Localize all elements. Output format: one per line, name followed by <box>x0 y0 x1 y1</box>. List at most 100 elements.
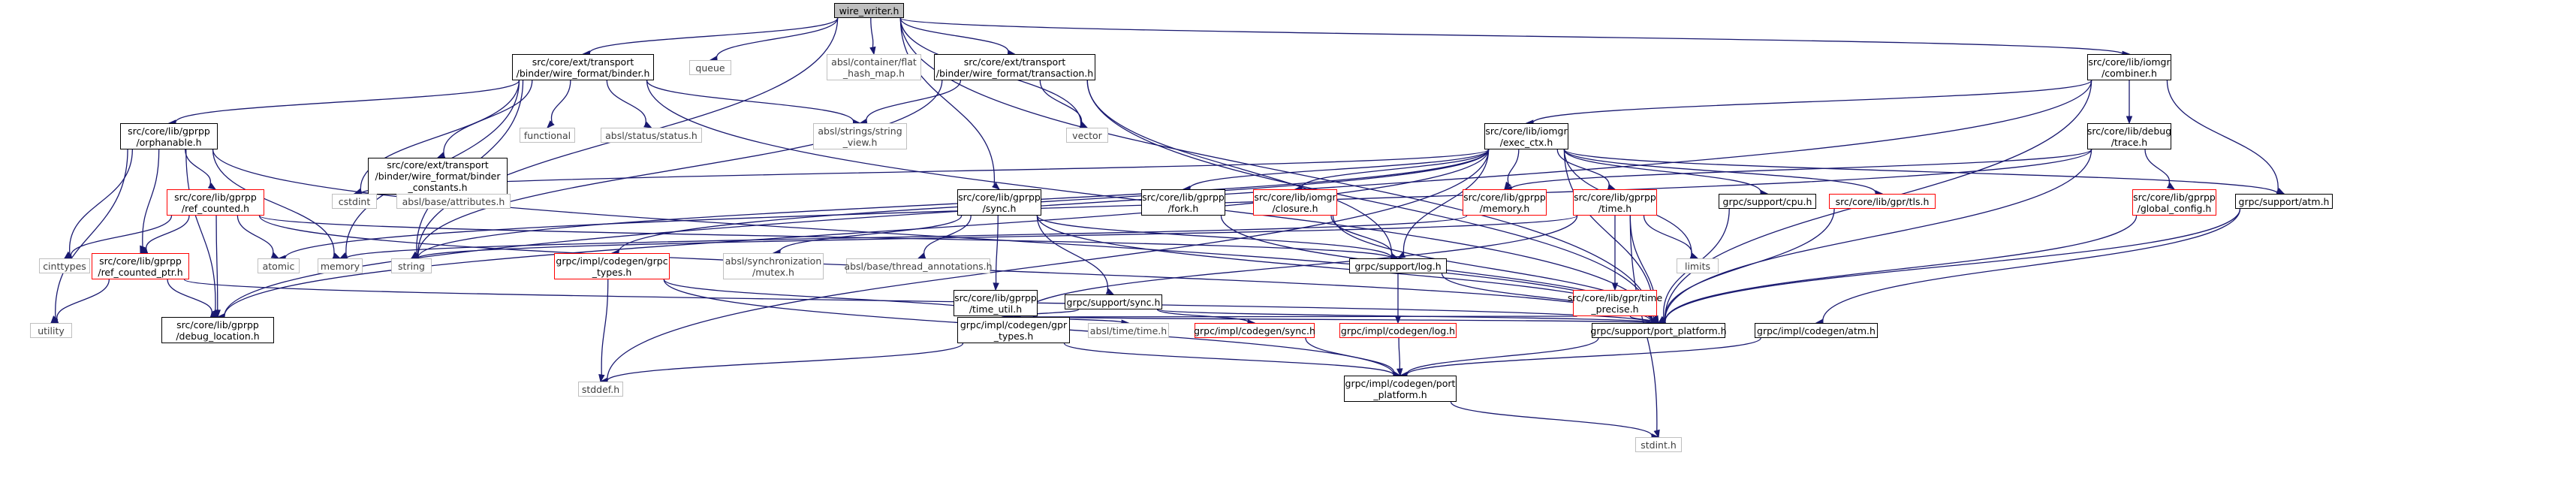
edge-refcounted-to-atomic <box>237 215 274 256</box>
arrowhead-binder-to-binderconst <box>436 152 446 158</box>
node-vector: vector <box>1066 128 1108 143</box>
edge-trace-to-globalconfig <box>2144 149 2171 186</box>
node-flat: absl/container/flat_hash_map.h <box>827 54 921 80</box>
node-codegenatm[interactable]: grpc/impl/codegen/atm.h <box>1755 323 1878 338</box>
node-transaction[interactable]: src/core/ext/transport/binder/wire_forma… <box>934 54 1095 80</box>
node-label-line: src/core/ext/transport <box>387 159 489 171</box>
edge-timeprecise-to-gprtypes <box>1020 315 1577 318</box>
edge-orphanable-to-memory <box>212 149 335 256</box>
node-stringview: absl/strings/string_view.h <box>813 123 907 149</box>
edge-binder-to-binderconst <box>443 80 533 155</box>
node-label-line: grpc/support/sync.h <box>1066 296 1161 308</box>
arrowhead-synch-to-timeutil <box>993 282 999 291</box>
edge-timeh-to-gprtypes <box>1020 215 1578 317</box>
node-label-line: /sync.h <box>982 202 1017 214</box>
edge-orphanable-to-utility <box>55 149 128 318</box>
node-label-line: src/core/ext/transport <box>963 56 1066 68</box>
node-orphanable[interactable]: src/core/lib/gprpp/orphanable.h <box>120 123 218 149</box>
node-portplatform[interactable]: grpc/support/port_platform.h <box>1590 323 1727 338</box>
node-abstime: absl/time/time.h <box>1088 323 1169 338</box>
edge-synch-to-timeutil <box>995 215 999 284</box>
node-atmh[interactable]: grpc/support/atm.h <box>2235 194 2333 209</box>
edge-codegenatm-to-codegenport <box>1406 337 1761 376</box>
arrowhead-root-to-synch <box>992 182 1001 190</box>
edge-gprtypes-to-stddef <box>607 343 964 382</box>
node-codegenport[interactable]: grpc/impl/codegen/port_platform.h <box>1344 376 1457 402</box>
node-fork[interactable]: src/core/lib/gprpp/fork.h <box>1141 189 1225 216</box>
node-label-line: /binder/wire_format/binder <box>375 171 501 182</box>
node-label-line: grpc/impl/codegen/atm.h <box>1757 324 1876 337</box>
edge-codegenport-to-stdint <box>1450 401 1653 437</box>
node-timeutil[interactable]: src/core/lib/gprpp/time_util.h <box>954 290 1038 316</box>
edge-atmh-to-portplatform <box>1665 208 2241 323</box>
node-label-line: /memory.h <box>1479 202 1530 214</box>
edge-refcounted-to-log <box>258 215 1392 259</box>
node-root: wire_writer.h <box>834 3 904 18</box>
node-refcounted[interactable]: src/core/lib/gprpp/ref_counted.h <box>167 189 264 216</box>
arrowhead-refcounted-to-atomic <box>270 252 280 259</box>
node-binder[interactable]: src/core/ext/transport/binder/wire_forma… <box>512 54 654 80</box>
node-label-line: src/core/lib/gprpp <box>1142 191 1225 203</box>
node-label-line: _types.h <box>592 266 632 278</box>
node-label-line: src/core/lib/gprpp <box>176 318 259 330</box>
node-debugloc[interactable]: src/core/lib/gprpp/debug_location.h <box>161 317 274 343</box>
edge-refcountedptr-to-portplatform <box>183 279 1653 324</box>
node-memoryh[interactable]: src/core/lib/gprpp/memory.h <box>1463 189 1547 216</box>
arrowhead-timeh-to-limits <box>1689 252 1699 259</box>
arrowhead-orphanable-to-memory <box>332 252 342 259</box>
node-label-line: /combiner.h <box>2101 67 2157 79</box>
node-label-line: absl/container/flat <box>831 56 917 68</box>
node-utility: utility <box>30 323 72 338</box>
node-gprtypes[interactable]: grpc/impl/codegen/gpr_types.h <box>957 317 1070 343</box>
node-log[interactable]: grpc/support/log.h <box>1349 258 1447 273</box>
node-tls[interactable]: src/core/lib/gpr/tls.h <box>1829 194 1936 209</box>
edge-globalconfig-to-portplatform <box>1665 215 2138 323</box>
node-label-line: vector <box>1072 129 1102 141</box>
node-timeh[interactable]: src/core/lib/gprpp/time.h <box>1573 189 1657 216</box>
node-timeprecise[interactable]: src/core/lib/gpr/time_precise.h <box>1568 290 1662 316</box>
edge-refcounted-to-debugloc <box>215 215 218 311</box>
node-combiner[interactable]: src/core/lib/iomgr/combiner.h <box>2087 54 2171 80</box>
node-label-line: src/core/lib/iomgr <box>1485 125 1568 137</box>
node-label-line: src/core/lib/debug <box>2086 125 2172 137</box>
node-string: string <box>391 258 432 273</box>
node-trace[interactable]: src/core/lib/debug/trace.h <box>2087 123 2171 149</box>
node-grpctypes[interactable]: grpc/impl/codegen/grpc_types.h <box>554 253 670 279</box>
node-label-line: grpc/support/port_platform.h <box>1590 324 1727 337</box>
node-label-line: /ref_counted.h <box>181 202 250 214</box>
edge-timeh-to-limits <box>1643 215 1692 256</box>
arrowhead-transaction-to-vector <box>1079 121 1089 128</box>
node-stddef: stddef.h <box>578 382 623 397</box>
edge-timeh-to-string <box>417 215 1578 259</box>
node-cpu[interactable]: grpc/support/cpu.h <box>1719 194 1816 209</box>
edge-tls-to-portplatform <box>1664 208 1835 321</box>
node-label-line: stddef.h <box>581 383 620 395</box>
edge-refcountedptr-to-utility <box>56 279 110 321</box>
node-label-line: string <box>398 260 425 272</box>
arrowhead-root-to-flat <box>869 46 876 56</box>
node-label-line: _types.h <box>993 330 1034 342</box>
node-label-line: grpc/impl/codegen/port <box>1345 377 1456 389</box>
node-label-line: grpc/support/cpu.h <box>1722 195 1812 207</box>
node-label-line: absl/synchronization <box>725 255 822 267</box>
node-supsync[interactable]: grpc/support/sync.h <box>1065 294 1162 309</box>
node-memory: memory <box>318 258 363 273</box>
node-execctx[interactable]: src/core/lib/iomgr/exec_ctx.h <box>1484 123 1568 149</box>
node-label-line: src/core/ext/transport <box>532 56 634 68</box>
node-codegenlog[interactable]: grpc/impl/codegen/log.h <box>1339 323 1457 338</box>
node-threadann: absl/base/thread_annotations.h <box>844 258 993 273</box>
node-label-line: /exec_ctx.h <box>1499 136 1553 148</box>
node-synch[interactable]: src/core/lib/gprpp/sync.h <box>957 189 1041 216</box>
node-binderconst[interactable]: src/core/ext/transport/binder/wire_forma… <box>368 158 508 195</box>
node-globalconfig[interactable]: src/core/lib/gprpp/global_config.h <box>2132 189 2216 216</box>
edge-execctx-to-grpctypes <box>618 149 1490 253</box>
node-refcountedptr[interactable]: src/core/lib/gprpp/ref_counted_ptr.h <box>92 253 189 279</box>
node-label-line: /closure.h <box>1272 202 1318 214</box>
node-closure[interactable]: src/core/lib/iomgr/closure.h <box>1253 189 1337 216</box>
node-codegensync[interactable]: grpc/impl/codegen/sync.h <box>1194 323 1315 338</box>
edge-combiner-to-atmh <box>2166 80 2279 192</box>
node-limits: limits <box>1677 258 1719 273</box>
edge-combiner-to-execctx <box>1532 80 2092 124</box>
edge-atmh-to-codegenatm <box>1822 208 2241 322</box>
